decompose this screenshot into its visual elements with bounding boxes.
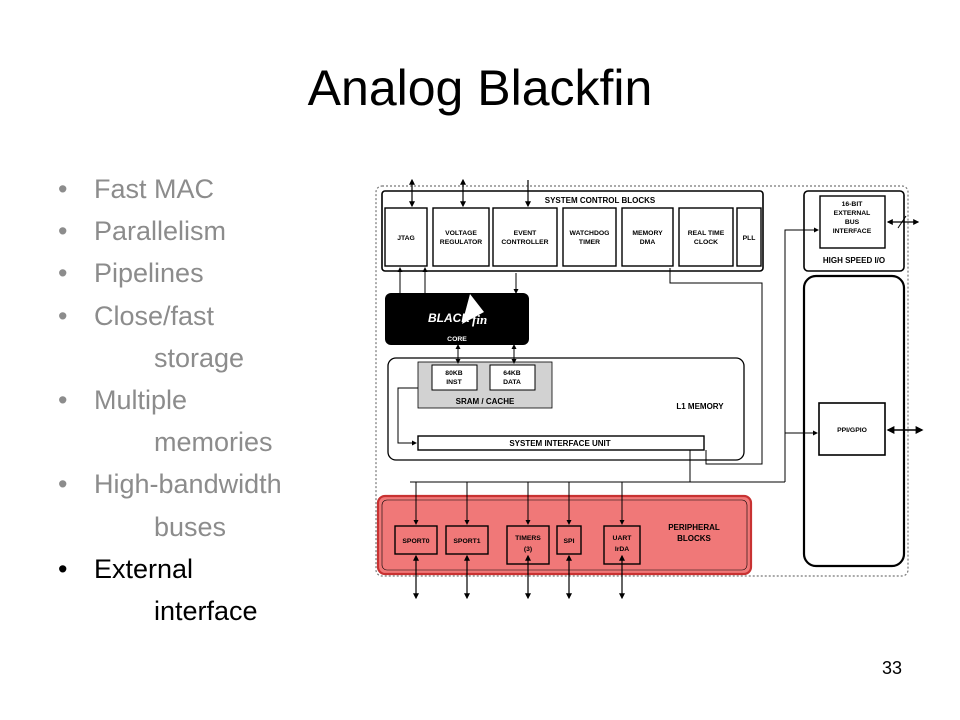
bullet-dot-icon: • <box>58 258 68 289</box>
bullet-text: Multiple <box>94 385 188 416</box>
internal-connections <box>397 227 819 483</box>
peripheral-block <box>506 525 550 565</box>
high-speed-io-label: HIGH SPEED I/O <box>823 256 885 265</box>
system-block-label: PLL <box>743 235 756 242</box>
bullet-list: • Fast MAC • Parallelism • Pipelines • Close/fa… <box>56 168 282 632</box>
bullet-continuation: buses <box>154 511 227 542</box>
ppi-label: PPI/GPIO <box>837 427 867 434</box>
bullet-dot-icon: • <box>58 300 68 331</box>
peripheral-block <box>556 525 582 555</box>
ebiu-line-4: INTERFACE <box>833 228 872 235</box>
peripheral-block-sublabel: (3) <box>524 546 532 553</box>
system-block <box>678 207 734 267</box>
peripheral-block <box>445 525 489 555</box>
bullet-dot-icon: • <box>58 553 68 584</box>
high-speed-io-group: 16-BIT EXTERNAL BUS INTERFACE HIGH SPEED… <box>803 190 920 272</box>
system-block <box>384 207 428 267</box>
peripheral-block-label: UART <box>613 535 633 542</box>
bullet-item: • External interface <box>56 548 282 632</box>
system-block <box>621 207 674 267</box>
inst-size: 80KB <box>445 370 462 377</box>
peripheral-block-label: SPORT0 <box>402 538 429 545</box>
system-block-sublabel: CLOCK <box>694 239 718 246</box>
blackfin-logo-b: fin <box>472 312 487 327</box>
siu-block <box>417 435 705 451</box>
bullet-item: • High-bandwidth buses <box>56 463 282 547</box>
top-arrows <box>409 178 531 208</box>
data-block <box>489 364 536 391</box>
system-block-sublabel: CONTROLLER <box>501 239 548 246</box>
slide-title: Analog Blackfin <box>307 60 653 116</box>
bullet-item: • Pipelines <box>56 252 282 294</box>
bullet-text: Parallelism <box>94 216 227 247</box>
inst-block <box>431 364 478 391</box>
system-block-label: EVENT <box>514 230 538 237</box>
system-block-label: REAL TIME <box>688 230 725 237</box>
bullet-text: Pipelines <box>94 258 204 289</box>
system-block <box>492 207 558 267</box>
l1-memory-group: 80KB INST 64KB DATA SRAM / CACHE L1 MEMO… <box>387 357 745 461</box>
system-control-label: SYSTEM CONTROL BLOCKS <box>545 196 656 205</box>
peripheral-block-label: SPORT1 <box>453 538 480 545</box>
system-block-sublabel: TIMER <box>579 239 600 246</box>
bullet-item: • Parallelism <box>56 210 282 252</box>
peripheral-inner-frame <box>381 499 748 571</box>
blackfin-block-diagram: SYSTEM CONTROL BLOCKS JTAG VOLTAGE REGULAT… <box>375 178 924 600</box>
system-control-group: SYSTEM CONTROL BLOCKS JTAG VOLTAGE REGULAT… <box>381 190 764 272</box>
bullet-continuation: interface <box>154 596 258 627</box>
bullet-dot-icon: • <box>58 216 68 247</box>
system-block-label: WATCHDOG <box>570 230 610 237</box>
bullet-text: External <box>94 553 194 584</box>
peripheral-label-2: BLOCKS <box>677 534 711 543</box>
ebiu-line-1: 16-BIT <box>842 201 864 208</box>
ppi-group: PPI/GPIO <box>802 274 924 568</box>
peripheral-group: SPORT0 SPORT1 TIMERS (3) SPI UART IrDA PERIPHE… <box>376 494 753 576</box>
core-block <box>385 293 529 345</box>
bullet-item: • Fast MAC <box>56 168 282 210</box>
bullet-item: • Close/fast storage <box>56 295 282 379</box>
ebiu-block <box>819 195 886 249</box>
bullet-dot-icon: • <box>58 174 68 204</box>
peripheral-label-1: PERIPHERAL <box>668 523 720 532</box>
system-block <box>432 207 490 267</box>
bus-slash <box>897 215 907 229</box>
sram-cache-label: SRAM / CACHE <box>456 397 515 406</box>
bullet-continuation: memories <box>154 427 273 458</box>
peripheral-connections <box>413 482 625 600</box>
bullet-item: • Multiple memories <box>56 379 282 463</box>
system-block <box>736 207 762 267</box>
bullet-text: Close/fast <box>94 300 215 331</box>
core-group: BLACK fin CORE <box>385 293 529 345</box>
system-block-label: JTAG <box>397 235 415 242</box>
bullet-continuation: storage <box>154 342 245 373</box>
blackfin-fin-icon <box>462 294 484 324</box>
ppi-block <box>818 402 886 456</box>
system-block-label: VOLTAGE <box>445 230 477 237</box>
chip-boundary <box>375 185 909 577</box>
l1-memory-label: L1 MEMORY <box>676 402 724 411</box>
ebiu-line-3: BUS <box>845 219 860 226</box>
data-size: 64KB <box>503 370 520 377</box>
bullet-dot-icon: • <box>58 469 68 500</box>
bullet-text: High-bandwidth <box>94 469 282 500</box>
bullet-text: Fast MAC <box>94 174 215 204</box>
peripheral-block <box>394 525 438 555</box>
core-label: CORE <box>447 336 467 343</box>
siu-label: SYSTEM INTERFACE UNIT <box>509 439 610 448</box>
peripheral-block-sublabel: IrDA <box>615 546 629 553</box>
system-block <box>562 207 617 267</box>
system-block-label: MEMORY <box>632 230 663 237</box>
system-block-sublabel: REGULATOR <box>440 239 483 246</box>
ebiu-line-2: EXTERNAL <box>834 210 871 217</box>
peripheral-block-label: SPI <box>564 538 575 545</box>
bullet-dot-icon: • <box>58 385 68 416</box>
system-block-sublabel: DMA <box>640 239 656 246</box>
peripheral-block-label: TIMERS <box>515 535 541 542</box>
page-number: 33 <box>882 658 903 678</box>
inst-label: INST <box>446 379 462 386</box>
blackfin-logo-a: BLACK <box>428 311 471 325</box>
data-label: DATA <box>503 379 521 386</box>
